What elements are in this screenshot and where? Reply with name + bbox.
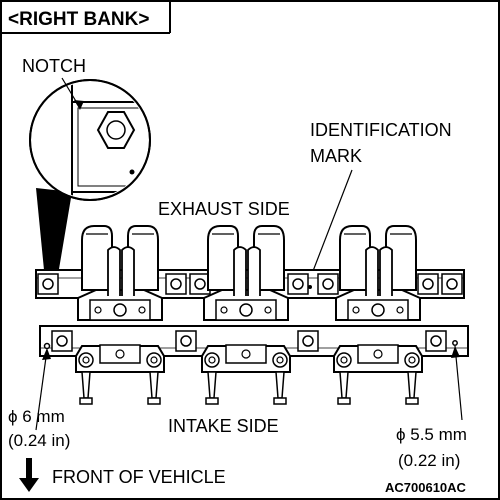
rocker-assembly-3 (333, 225, 423, 405)
identification-mark-label-line1: IDENTIFICATION (310, 120, 452, 140)
right-hole-diameter-mm: ϕ 5.5 mm (396, 425, 467, 444)
intake-oil-hole-right (452, 340, 458, 346)
exhaust-shaft-bolts (37, 273, 463, 295)
figure-code: AC700610AC (385, 480, 467, 495)
right-dimension-leader (454, 345, 463, 421)
notch-mark (129, 169, 135, 175)
rocker-assembly-2 (201, 225, 291, 405)
left-dimension-leader (35, 349, 48, 431)
identification-leader-line (307, 169, 353, 285)
rocker-assembly-1 (75, 225, 165, 405)
intake-oil-hole-left (43, 342, 51, 350)
notch-leader-arrow (74, 100, 84, 110)
left-hole-diameter-in: (0.24 in) (8, 431, 70, 450)
intake-side-label: INTAKE SIDE (168, 416, 279, 436)
identification-mark-label-line2: MARK (310, 146, 362, 166)
intake-shaft-bolts (51, 330, 447, 352)
right-hole-diameter-in: (0.22 in) (398, 451, 460, 470)
left-dimension-arrow (42, 348, 51, 360)
notch-label: NOTCH (22, 56, 86, 76)
left-hole-diameter-mm: ϕ 6 mm (8, 407, 65, 426)
arrow-down-icon (19, 458, 39, 492)
exhaust-side-label: EXHAUST SIDE (158, 199, 290, 219)
right-dimension-arrow (451, 346, 460, 358)
notch-detail-view (29, 79, 151, 275)
front-of-vehicle-label: FRONT OF VEHICLE (52, 467, 226, 487)
detail-leader-cone (36, 188, 72, 275)
page-title: <RIGHT BANK> (8, 9, 149, 30)
exhaust-identification-mark (308, 285, 312, 289)
